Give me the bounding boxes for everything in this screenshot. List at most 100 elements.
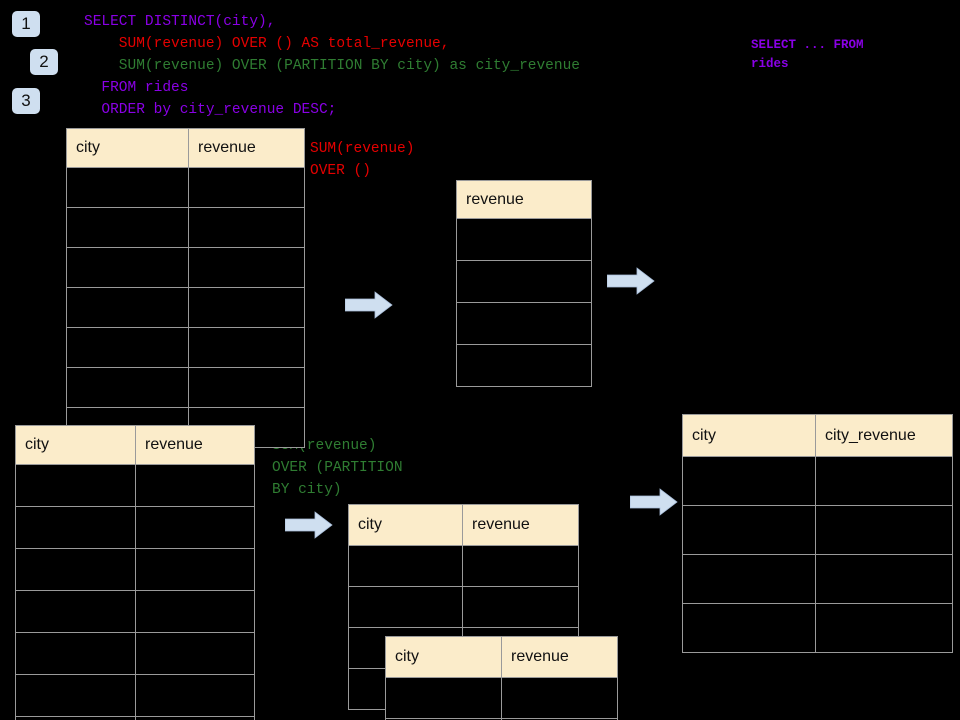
step-badge-2: 2 (30, 49, 58, 75)
table-cell (815, 603, 953, 653)
table-cell (135, 674, 255, 717)
column-header-revenue: revenue (456, 180, 592, 219)
sql-line-5: ORDER by city_revenue DESC; (84, 102, 337, 118)
arrow-right-icon (284, 511, 333, 539)
table-cell (15, 548, 136, 591)
table-cell (188, 247, 305, 288)
table-cell (135, 506, 255, 549)
table-cell (135, 464, 255, 507)
table-row (15, 464, 255, 507)
table-row (385, 677, 618, 719)
table-row (15, 674, 255, 717)
table-cell (188, 287, 305, 328)
table-cell (66, 287, 189, 328)
table-cell (66, 207, 189, 248)
column-header-city: city (15, 425, 136, 465)
table-row (15, 632, 255, 675)
table-row (348, 586, 579, 628)
table-cell (15, 590, 136, 633)
step-badge-1: 1 (12, 11, 40, 37)
table-cell (15, 506, 136, 549)
table-row (682, 603, 953, 653)
column-header-city: city (66, 128, 189, 168)
annotation-select-from-rides: SELECT ... FROM rides (751, 38, 864, 71)
table-cell (348, 545, 463, 587)
table-cell (15, 464, 136, 507)
table-cell (682, 505, 816, 555)
table-cell (135, 716, 255, 720)
sql-line-1: SELECT DISTINCT(city), (84, 14, 276, 30)
column-header-city: city (682, 414, 816, 457)
table-row (15, 548, 255, 591)
annotation-sum-over-empty: SUM(revenue) OVER () (310, 141, 415, 179)
arrow-right-icon (344, 291, 393, 319)
table-cell (66, 247, 189, 288)
table-cell (135, 548, 255, 591)
table-cell (348, 586, 463, 628)
step-badge-3: 3 (12, 88, 40, 114)
table-cell (815, 456, 953, 506)
table-cell (456, 302, 592, 345)
table-cell (385, 677, 502, 719)
table-cell (135, 590, 255, 633)
table-cell (682, 554, 816, 604)
sql-line-4: FROM rides (84, 80, 189, 96)
arrow-right-icon (629, 488, 678, 516)
total-revenue-table: revenue (456, 180, 592, 387)
table-row (682, 456, 953, 506)
column-header-revenue: revenue (135, 425, 255, 465)
table-row (682, 505, 953, 555)
table-row (66, 367, 305, 408)
table-row (66, 167, 305, 208)
table-row (66, 207, 305, 248)
arrow-total-to-result (606, 267, 655, 295)
table-row (15, 716, 255, 720)
table-cell (682, 603, 816, 653)
table-row (66, 247, 305, 288)
table-cell (15, 632, 136, 675)
table-cell (66, 367, 189, 408)
table-cell (188, 167, 305, 208)
column-header-city_revenue: city_revenue (815, 414, 953, 457)
arrow-partition-to-result (629, 488, 678, 516)
table-row (456, 344, 592, 387)
table-cell (456, 344, 592, 387)
table-row (456, 218, 592, 261)
arrow-source-to-total (344, 291, 393, 319)
sql-code-block: SELECT DISTINCT(city), SUM(revenue) OVER… (84, 11, 580, 121)
arrow-source2-to-partition (284, 511, 333, 539)
table-row (66, 287, 305, 328)
table-row (348, 545, 579, 587)
table-cell (188, 367, 305, 408)
table-cell (815, 505, 953, 555)
table-cell (462, 545, 579, 587)
arrow-right-icon (606, 267, 655, 295)
table-cell (66, 167, 189, 208)
table-row (15, 506, 255, 549)
table-cell (456, 218, 592, 261)
column-header-city: city (385, 636, 502, 678)
table-row (456, 260, 592, 303)
table-cell (135, 632, 255, 675)
table-row (456, 302, 592, 345)
sql-line-3: SUM(revenue) OVER (PARTITION BY city) as… (84, 58, 580, 74)
table-cell (815, 554, 953, 604)
table-row (385, 718, 618, 720)
table-cell (15, 716, 136, 720)
table-cell (188, 207, 305, 248)
table-row (15, 590, 255, 633)
table-row (682, 554, 953, 604)
table-cell (15, 674, 136, 717)
column-header-revenue: revenue (188, 128, 305, 168)
table-cell (456, 260, 592, 303)
table-cell (462, 586, 579, 628)
